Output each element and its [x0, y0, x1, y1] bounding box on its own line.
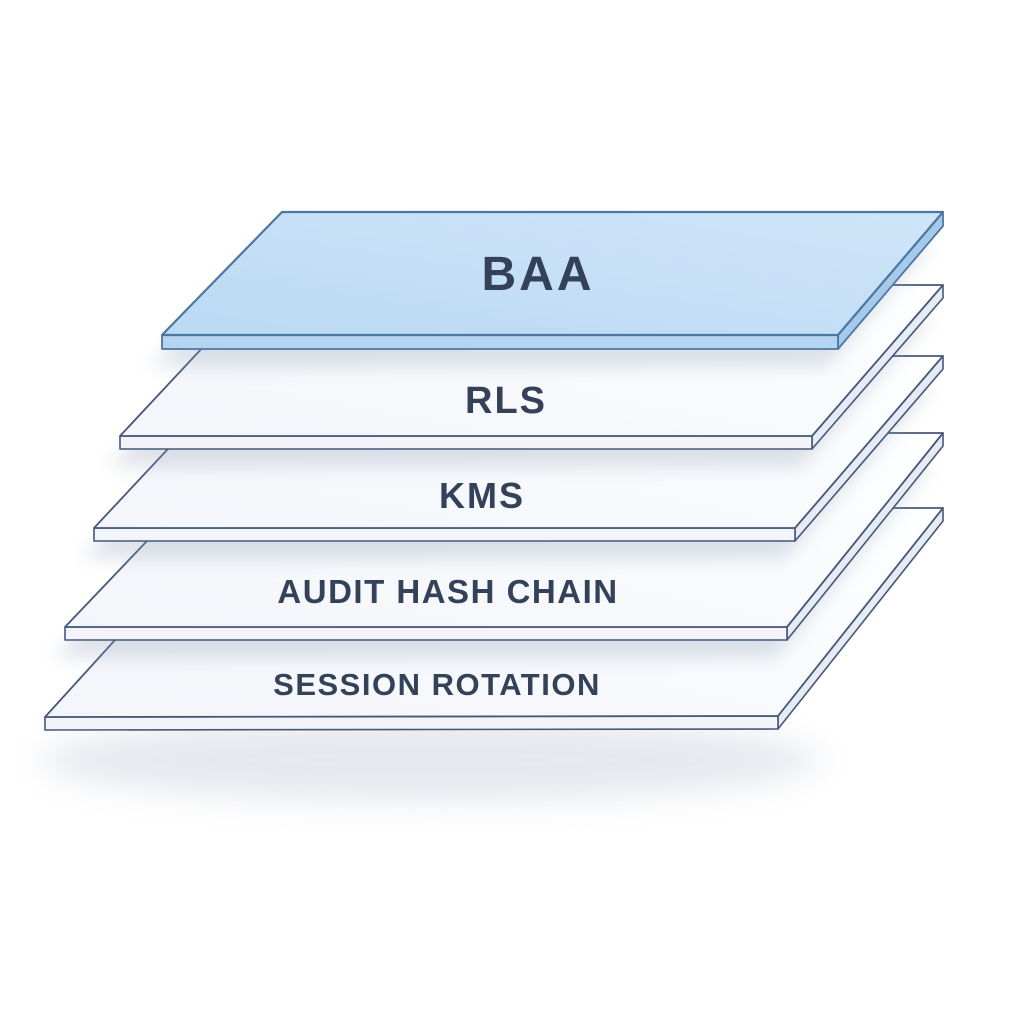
layer-top-face [160, 210, 945, 337]
layer-label-kms: KMS [439, 475, 525, 516]
layer-label-session-rotation: SESSION ROTATION [273, 667, 601, 702]
layer-baa: BAA [151, 210, 945, 367]
layer-front-face [161, 334, 839, 350]
layer-front-face [119, 435, 813, 450]
layer-label-rls: RLS [465, 380, 547, 422]
layer-label-audit-hash-chain: AUDIT HASH CHAIN [277, 573, 618, 610]
layer-label-baa: BAA [482, 248, 595, 301]
stack-base-shadow [40, 718, 820, 802]
layer-front-face [44, 715, 779, 731]
layer-front-face [93, 527, 796, 542]
layer-front-face [64, 626, 788, 641]
